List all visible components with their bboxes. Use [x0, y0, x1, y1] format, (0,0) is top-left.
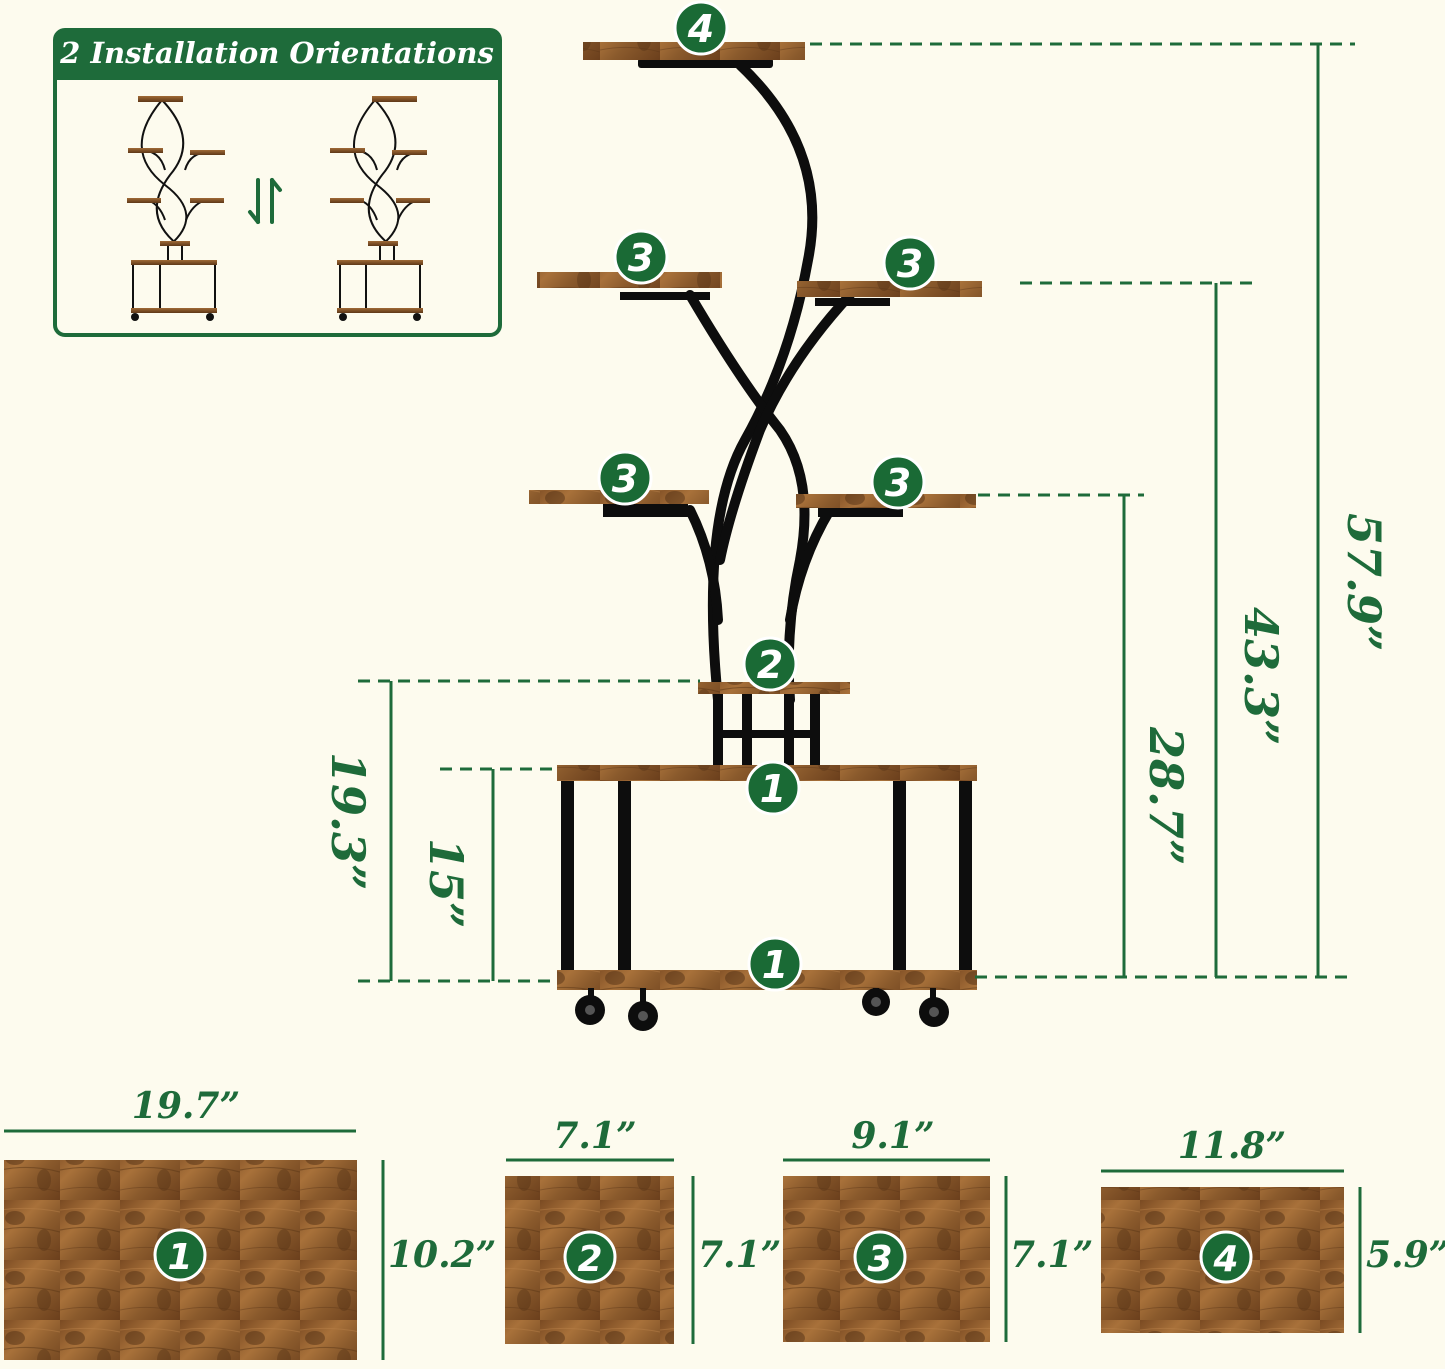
- caster-wheels: [575, 988, 949, 1031]
- shelf-badge-middle-left-label: 3: [612, 457, 638, 501]
- inset-title: 2 Installation Orientations: [59, 36, 494, 70]
- shelf-badge-middle-right: 3: [870, 454, 926, 510]
- panel-2-depth: 7.1”: [698, 1234, 781, 1276]
- panel-1-width: 19.7”: [132, 1085, 240, 1127]
- panel-3-width: 9.1”: [851, 1115, 934, 1157]
- panel-3: 9.1” 7.1” 3: [783, 1115, 1093, 1342]
- shelf-badge-cart-bottom: 1: [747, 936, 803, 992]
- shelf-badge-middle-right-label: 3: [885, 461, 911, 505]
- installation-orientations-inset: 2 Installation Orientations: [53, 28, 502, 337]
- shelf-upper-right: [797, 281, 982, 297]
- panel-3-badge: 3: [867, 1239, 892, 1280]
- height-upper-tier-label: 43.3”: [1234, 607, 1288, 746]
- panel-1-badge: 1: [167, 1237, 192, 1278]
- cross-arm-left: [685, 290, 810, 705]
- cross-arm-right: [715, 290, 855, 565]
- shelf-badge-top-label: 4: [687, 7, 714, 51]
- shelf-badge-cart-top: 1: [745, 760, 801, 816]
- center-arch-left: [707, 60, 818, 705]
- panel-2-badge: 2: [577, 1239, 602, 1280]
- shelf-badge-cart-top-label: 1: [760, 767, 786, 811]
- height-total-label: 57.9”: [1337, 513, 1391, 652]
- shelf-badge-upper-right-label: 3: [897, 242, 923, 286]
- shelf-badge-upper-left-label: 3: [628, 236, 654, 280]
- panel-4-depth: 5.9”: [1366, 1234, 1445, 1276]
- panel-2-width: 7.1”: [553, 1115, 636, 1157]
- shelf-badge-cart-bottom-label: 1: [762, 943, 788, 987]
- shelf-badge-small: 2: [742, 636, 798, 692]
- panel-2: 7.1” 7.1” 2: [505, 1115, 781, 1344]
- shelf-badge-small-label: 2: [757, 643, 783, 687]
- shelf-badge-top: 4: [673, 0, 729, 56]
- shelf-badge-upper-left: 3: [613, 229, 669, 285]
- height-middle-tier-label: 28.7”: [1139, 726, 1193, 866]
- panel-4-badge: 4: [1212, 1239, 1238, 1280]
- panel-1: 19.7” 10.2” 1: [4, 1085, 496, 1360]
- shelf-badge-middle-left: 3: [597, 450, 653, 506]
- plant-stand-illustration: [529, 42, 982, 1031]
- swap-arrows-icon: [248, 178, 282, 224]
- shelf-badge-upper-right: 3: [882, 235, 938, 291]
- panel-4: 11.8” 5.9” 4: [1101, 1125, 1445, 1333]
- panel-1-depth: 10.2”: [388, 1234, 496, 1276]
- panel-3-depth: 7.1”: [1010, 1234, 1093, 1276]
- height-cart-top-label: 15”: [419, 838, 473, 928]
- height-small-shelf-label: 19.3”: [321, 752, 375, 891]
- panel-4-width: 11.8”: [1178, 1125, 1286, 1167]
